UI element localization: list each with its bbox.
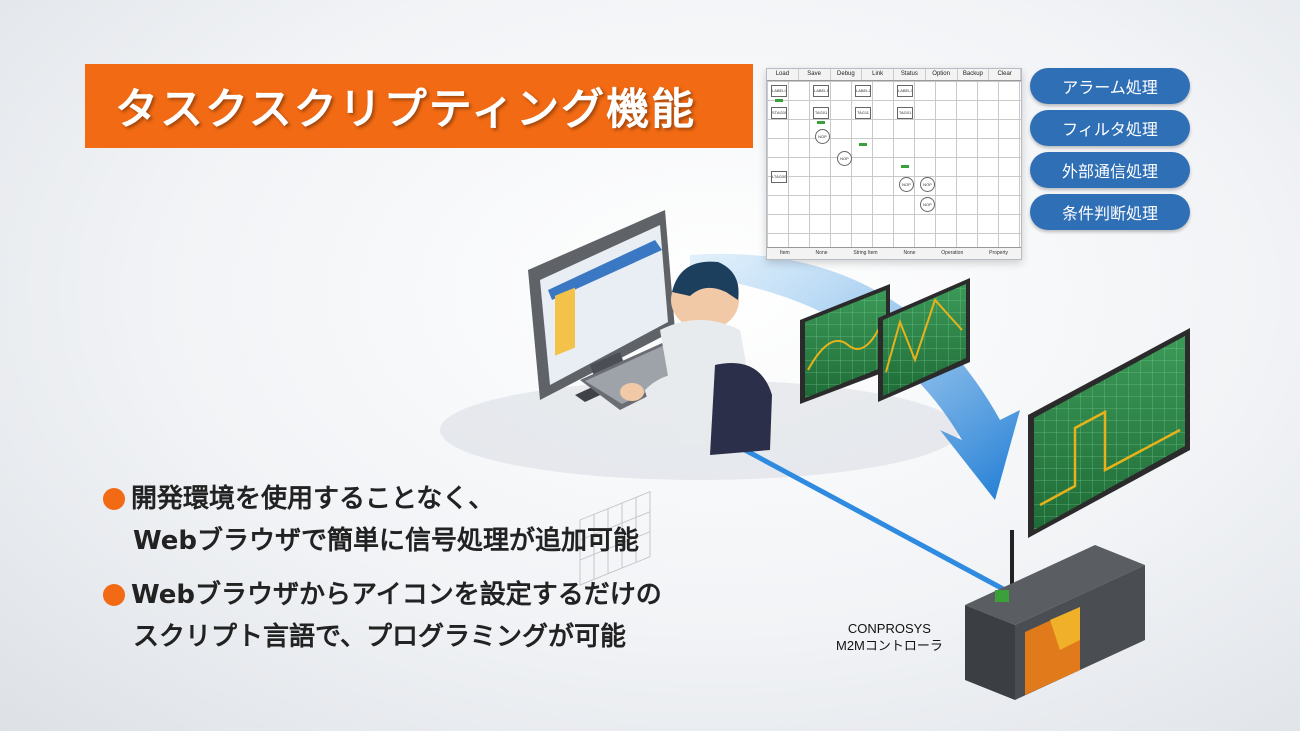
status-operation-label: Operation: [941, 250, 964, 256]
network-cable: [743, 447, 1007, 593]
editor-node[interactable]: LABEL0: [771, 85, 787, 97]
m2m-controller: [965, 530, 1145, 700]
page-title: タスクスクリプティング機能: [115, 85, 697, 135]
device-label: CONPROSYS M2Mコントローラ: [836, 620, 943, 654]
editor-node[interactable]: NOP: [815, 129, 830, 144]
bullet-2-line-1: Webブラウザからアイコンを設定するだけの: [131, 580, 662, 610]
editor-node[interactable]: TAG01: [813, 107, 829, 119]
editor-menu-bar: Load Save Debug Link Status Option Backu…: [767, 69, 1021, 81]
editor-grid: LABEL0 LABEL1 LABEL2 LABEL3 STAG00 TAG01…: [767, 81, 1021, 247]
editor-node[interactable]: LABEL3: [897, 85, 913, 97]
scope-small-2: [878, 278, 970, 402]
status-item-value[interactable]: None: [815, 250, 828, 256]
bullet-1-line-2: Webブラウザで簡単に信号処理が追加可能: [133, 526, 639, 556]
editor-node[interactable]: LTAG00: [771, 171, 787, 183]
person: [620, 261, 772, 455]
status-property-value[interactable]: Property: [989, 250, 1009, 256]
feature-bullets: 開発環境を使用することなく、 Webブラウザで簡単に信号処理が追加可能 Webブ…: [103, 478, 662, 670]
bullet-1: 開発環境を使用することなく、 Webブラウザで簡単に信号処理が追加可能: [103, 478, 662, 562]
editor-connector: [859, 143, 867, 146]
bullet-1-line-1: 開発環境を使用することなく、: [131, 484, 495, 514]
menu-save[interactable]: Save: [799, 69, 831, 80]
editor-node[interactable]: NOP: [920, 197, 935, 212]
bullet-dot-icon: [103, 488, 125, 510]
editor-node[interactable]: NOP: [920, 177, 935, 192]
status-string-value[interactable]: None: [903, 250, 916, 256]
scope-small-1: [800, 284, 890, 404]
editor-connector: [817, 121, 825, 124]
processing-list: アラーム処理 フィルタ処理 外部通信処理 条件判断処理: [1030, 68, 1190, 236]
menu-status[interactable]: Status: [894, 69, 926, 80]
editor-status-bar: Item None String Item None Operation Pro…: [767, 247, 1021, 259]
bullet-dot-icon: [103, 584, 125, 606]
editor-node[interactable]: LABEL2: [855, 85, 871, 97]
pill-external-comm: 外部通信処理: [1030, 152, 1190, 188]
menu-debug[interactable]: Debug: [831, 69, 863, 80]
status-string-label: String Item: [853, 250, 878, 256]
script-editor-window: Load Save Debug Link Status Option Backu…: [766, 68, 1022, 260]
menu-backup[interactable]: Backup: [958, 69, 990, 80]
pill-filter: フィルタ処理: [1030, 110, 1190, 146]
editor-node[interactable]: TAG11: [855, 107, 871, 119]
device-label-line-2: M2Mコントローラ: [836, 638, 943, 653]
bullet-2-line-2: スクリプト言語で、プログラミングが可能: [133, 622, 626, 652]
menu-clear[interactable]: Clear: [989, 69, 1021, 80]
menu-option[interactable]: Option: [926, 69, 958, 80]
bullet-2: Webブラウザからアイコンを設定するだけの スクリプト言語で、プログラミングが可…: [103, 574, 662, 658]
pill-condition: 条件判断処理: [1030, 194, 1190, 230]
status-item-label: Item: [779, 250, 790, 256]
scope-large: [1028, 328, 1190, 538]
title-banner: タスクスクリプティング機能: [85, 64, 753, 148]
pill-alarm: アラーム処理: [1030, 68, 1190, 104]
menu-link[interactable]: Link: [862, 69, 894, 80]
editor-connector: [775, 99, 783, 102]
editor-node[interactable]: TAG01: [897, 107, 913, 119]
editor-node[interactable]: LABEL1: [813, 85, 829, 97]
device-label-line-1: CONPROSYS: [847, 621, 931, 636]
editor-node[interactable]: NOP: [899, 177, 914, 192]
editor-node[interactable]: STAG00: [771, 107, 787, 119]
editor-connector: [901, 165, 909, 168]
menu-load[interactable]: Load: [767, 69, 799, 80]
editor-node[interactable]: NOP: [837, 151, 852, 166]
